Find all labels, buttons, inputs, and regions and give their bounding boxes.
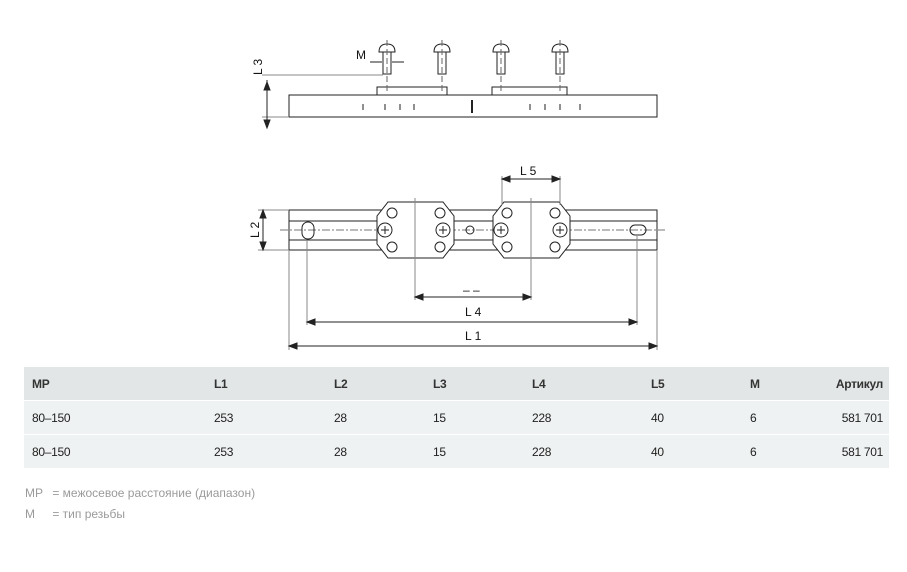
label-gap: – – bbox=[463, 283, 480, 297]
cell-l2: 28 bbox=[334, 444, 347, 459]
cell-l4: 228 bbox=[532, 444, 552, 459]
cell-m: 6 bbox=[750, 410, 757, 425]
header-l1: L1 bbox=[214, 376, 228, 391]
cell-l3: 15 bbox=[433, 444, 446, 459]
legend-item-mp: MP = межосевое расстояние (диапазон) bbox=[25, 486, 255, 500]
legend-text: = тип резьбы bbox=[52, 507, 126, 521]
table-row: 80–150 253 28 15 228 40 6 581 701 bbox=[24, 434, 889, 468]
header-l3: L3 bbox=[433, 376, 447, 391]
table-row: 80–150 253 28 15 228 40 6 581 701 bbox=[24, 400, 889, 435]
label-l2: L 2 bbox=[248, 221, 262, 238]
table-header-row: MP L1 L2 L3 L4 L5 M Артикул bbox=[24, 367, 889, 401]
technical-drawing: M L 3 L 5 bbox=[248, 40, 665, 350]
label-l1: L 1 bbox=[465, 329, 482, 343]
cell-l3: 15 bbox=[433, 410, 446, 425]
cell-l5: 40 bbox=[651, 410, 664, 425]
header-l5: L5 bbox=[651, 376, 665, 391]
legend-item-m: M = тип резьбы bbox=[25, 507, 125, 521]
label-l4: L 4 bbox=[465, 305, 482, 319]
cell-l1: 253 bbox=[214, 410, 234, 425]
legend-key: M bbox=[25, 507, 35, 521]
cell-article: 581 701 bbox=[841, 410, 884, 425]
screws bbox=[378, 43, 569, 75]
cell-l2: 28 bbox=[334, 410, 347, 425]
label-l3: L 3 bbox=[251, 58, 265, 75]
cell-mp: 80–150 bbox=[32, 444, 71, 459]
cell-article: 581 701 bbox=[841, 444, 884, 459]
label-l5: L 5 bbox=[520, 164, 537, 178]
header-article: Артикул bbox=[835, 376, 883, 391]
legend-text: = межосевое расстояние (диапазон) bbox=[52, 486, 256, 500]
spec-table: MP L1 L2 L3 L4 L5 M Артикул 80–150 253 2… bbox=[24, 367, 889, 468]
top-view: L 5 L 2 – – L 4 L 1 bbox=[248, 164, 665, 350]
cell-l1: 253 bbox=[214, 444, 234, 459]
header-l4: L4 bbox=[532, 376, 546, 391]
header-m: M bbox=[750, 376, 760, 391]
cell-l5: 40 bbox=[651, 444, 664, 459]
cell-l4: 228 bbox=[532, 410, 552, 425]
side-view: M L 3 bbox=[251, 40, 658, 130]
legend-key: MP bbox=[25, 486, 43, 500]
header-l2: L2 bbox=[334, 376, 348, 391]
cell-m: 6 bbox=[750, 444, 757, 459]
cell-mp: 80–150 bbox=[32, 410, 71, 425]
header-mp: MP bbox=[32, 376, 50, 391]
label-m: M bbox=[356, 48, 366, 62]
